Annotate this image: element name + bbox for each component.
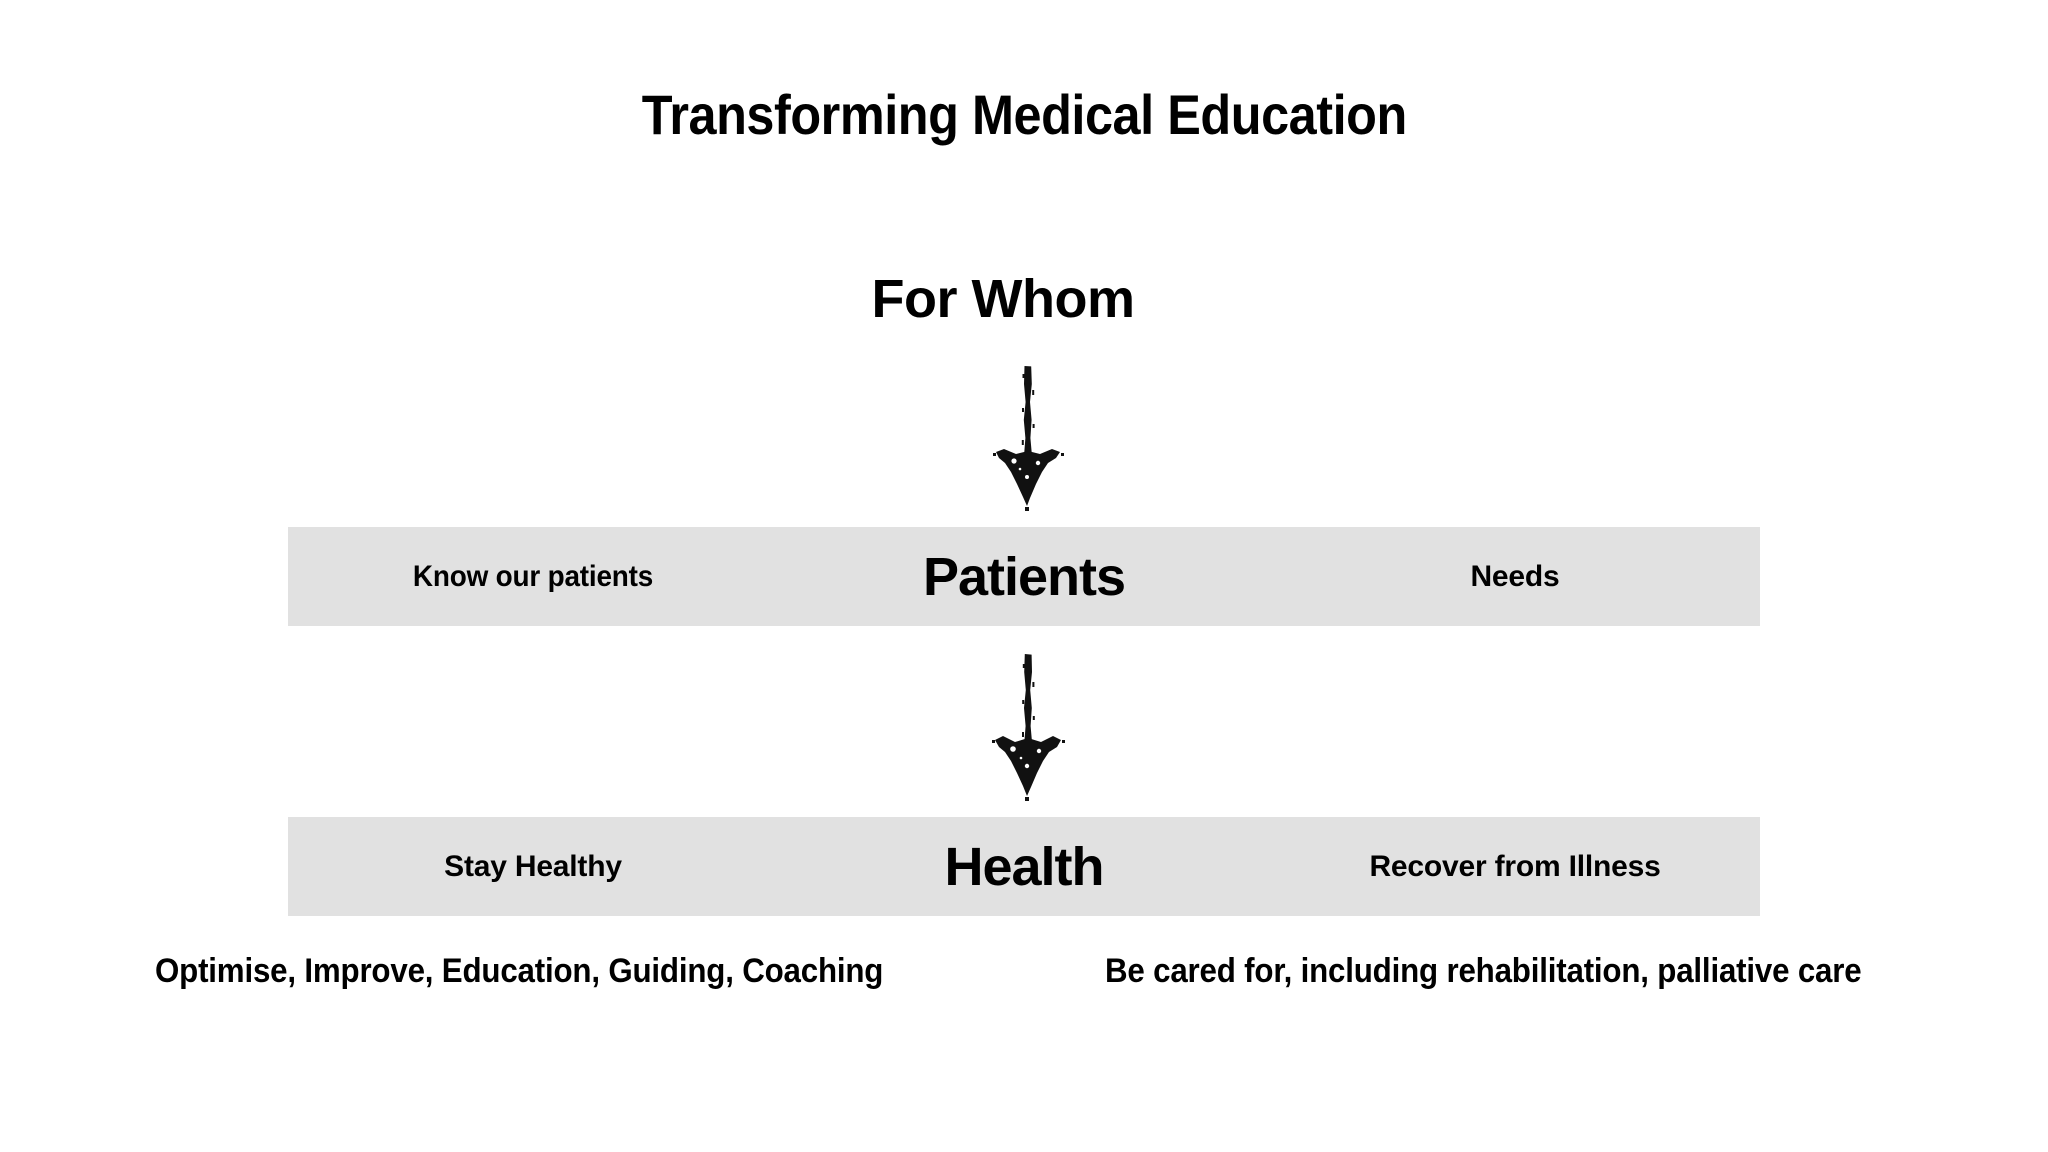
health-right-label: Recover from Illness — [1369, 849, 1661, 883]
patients-right-label: Needs — [1470, 559, 1560, 593]
patients-center-label: Patients — [922, 546, 1126, 607]
for-whom-heading: For Whom — [871, 269, 1135, 329]
down-arrow-icon — [978, 364, 1078, 514]
down-arrow-icon — [978, 652, 1078, 804]
footnote-right: Be cared for, including rehabilitation, … — [1105, 952, 1862, 990]
health-row: Stay Healthy Health Recover from Illness — [288, 817, 1760, 916]
footnote-left: Optimise, Improve, Education, Guiding, C… — [155, 952, 884, 990]
page-title: Transforming Medical Education — [641, 83, 1407, 146]
patients-left-label: Know our patients — [412, 559, 654, 593]
health-left-label: Stay Healthy — [444, 849, 622, 883]
patients-row: Know our patients Patients Needs — [288, 527, 1760, 626]
health-center-label: Health — [944, 836, 1104, 897]
